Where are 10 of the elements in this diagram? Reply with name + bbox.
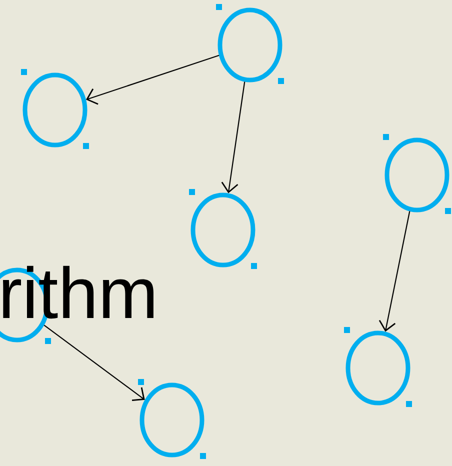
arrow: [221, 82, 246, 194]
circle: [190, 192, 256, 268]
circle: [140, 382, 204, 458]
arrow: [44, 324, 145, 401]
circle: [384, 138, 450, 212]
arrow: [378, 211, 410, 332]
circle: [346, 330, 410, 406]
circle: [218, 8, 282, 82]
arrow: [86, 54, 220, 105]
circle: [22, 72, 88, 148]
